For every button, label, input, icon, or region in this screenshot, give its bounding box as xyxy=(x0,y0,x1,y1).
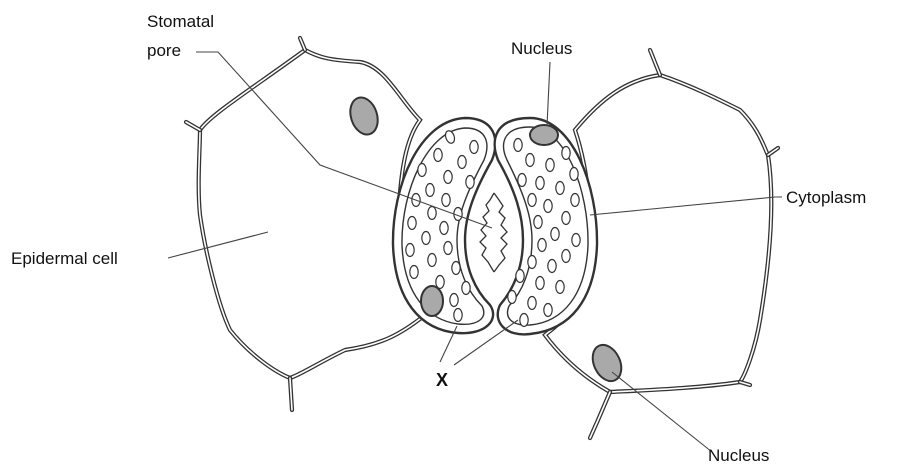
guard-cell-nucleus-bottom xyxy=(421,286,443,316)
label-nucleus-top: Nucleus xyxy=(511,38,572,59)
leader-nucleus-bottom xyxy=(612,372,712,452)
left-epidermal-cell xyxy=(186,38,425,410)
leader-nucleus-top xyxy=(547,62,550,126)
label-cytoplasm: Cytoplasm xyxy=(786,187,866,208)
label-stomatal-pore-line2: pore xyxy=(147,40,181,61)
label-epidermal-cell: Epidermal cell xyxy=(11,248,118,269)
label-stomatal-pore-line1: Stomatal xyxy=(147,11,214,32)
guard-cell-nucleus-top xyxy=(530,125,558,145)
label-x: X xyxy=(436,370,448,391)
leader-epidermal-cell xyxy=(168,232,268,258)
leader-lines xyxy=(168,52,782,452)
stomatal-pore xyxy=(480,193,507,272)
leader-cytoplasm xyxy=(590,197,782,215)
left-epidermal-nucleus xyxy=(346,94,382,138)
label-nucleus-bottom: Nucleus xyxy=(708,445,769,466)
